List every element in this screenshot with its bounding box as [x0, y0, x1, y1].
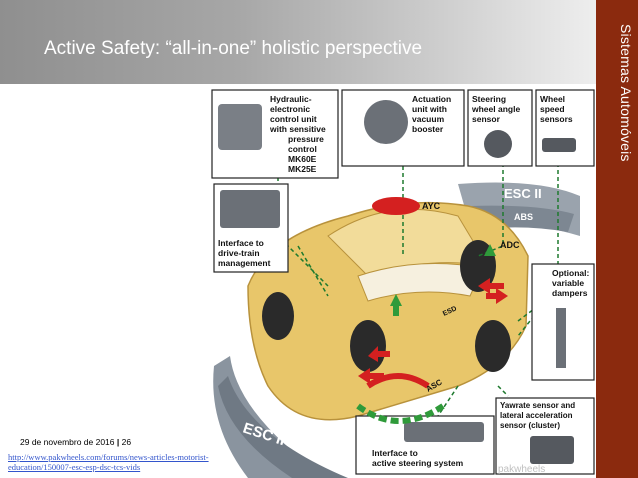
ayc-disc [372, 197, 420, 215]
damper-img [556, 308, 566, 368]
footer-date: 29 de novembro de 2016 [20, 437, 115, 447]
wheel-front-left [475, 320, 511, 372]
wheel-speed-line-1: Wheel [540, 94, 565, 104]
hydraulic-line-6: control [288, 144, 317, 154]
hydraulic-line-3: control unit [270, 114, 317, 124]
svg-text:Wheel speed sensors: Wheel speed sensors [540, 94, 573, 124]
source-link[interactable]: http://www.pakwheels.com/forums/news-art… [8, 452, 258, 472]
wheel-rear-right [350, 320, 386, 372]
wheel-speed-line-3: sensors [540, 114, 573, 124]
source-link-line-1[interactable]: http://www.pakwheels.com/forums/news-art… [8, 452, 209, 462]
svg-text:Optional: variable dam: Optional: variable dampers [552, 268, 592, 298]
red-arrow-3 [368, 346, 390, 362]
red-arrow-4 [358, 368, 384, 384]
actuation-line-3: vacuum [412, 114, 445, 124]
actuation-line-4: booster [412, 124, 444, 134]
source-link-line-2[interactable]: education/150007-esc-esp-dsc-tcs-vids [8, 462, 141, 472]
svg-text:Yawrate sensor and lateral: Yawrate sensor and lateral acceleration … [500, 401, 577, 430]
yawrate-sensor-img [530, 436, 574, 464]
drivetrain-line-2: drive-train [218, 248, 260, 258]
engine-img [220, 190, 280, 228]
svg-text:Interface to drive-train: Interface to drive-train management [218, 238, 271, 268]
hydraulic-line-5: pressure [288, 134, 324, 144]
active-steering-line-2: active steering system [372, 458, 464, 468]
wheel-speed-box [535, 89, 595, 167]
wheel-speed-sensor-img [542, 138, 576, 152]
steering-rack-img [404, 422, 484, 442]
adc-arrow-icon [484, 244, 496, 256]
red-arrow-2 [486, 288, 508, 304]
esc-bottom-swoosh [218, 376, 348, 478]
wheel-speed-line-2: speed [540, 104, 565, 114]
tcs-label: TCS [257, 400, 284, 421]
watermark: pakwheels [498, 464, 545, 475]
active-steering-line-1: Interface to [372, 448, 418, 458]
steering-sensor-img [484, 130, 512, 158]
footer-separator: | [116, 437, 120, 447]
steering-line-1: Steering [472, 94, 506, 104]
yawrate-line-3: sensor (cluster) [500, 421, 560, 430]
slide-title: Active Safety: “all-in-one” holistic per… [44, 38, 423, 59]
footer-date-line: 29 de novembro de 2016 | 26 [20, 437, 131, 447]
dampers-line-3: dampers [552, 288, 588, 298]
svg-text:Hydraulic- electronic: Hydraulic- electronic control unit with … [269, 94, 328, 174]
dampers-line-1: Optional: [552, 268, 589, 278]
yawrate-line-2: lateral acceleration [500, 411, 573, 420]
hydraulic-line-4: with sensitive [269, 124, 326, 134]
side-band [596, 0, 638, 478]
vacuum-booster-img [364, 100, 408, 144]
svg-text:Steering wheel angle s: Steering wheel angle sensor [471, 94, 523, 124]
wheel-rear-left [262, 292, 294, 340]
ayc-label: AYC [422, 201, 441, 211]
drivetrain-line-3: management [218, 258, 271, 268]
steering-line-3: sensor [472, 114, 501, 124]
esc-top-label: ESC II [504, 186, 542, 201]
adc-label: ADC [500, 240, 520, 250]
hydraulic-unit-img [218, 104, 262, 150]
svg-text:Interface to active steeri: Interface to active steering system [372, 448, 464, 468]
esc-system-diagram: Hydraulic- electronic control unit with … [211, 89, 595, 478]
page-number: 26 [121, 437, 132, 447]
hydraulic-line-8: MK25E [288, 164, 317, 174]
title-band [0, 0, 596, 84]
yawrate-line-1: Yawrate sensor and [500, 401, 575, 410]
drivetrain-line-1: Interface to [218, 238, 264, 248]
green-arrow-1 [390, 294, 402, 316]
hydraulic-line-1: Hydraulic- [270, 94, 312, 104]
dampers-line-2: variable [552, 278, 584, 288]
hydraulic-line-7: MK60E [288, 154, 317, 164]
svg-text:Actuation unit with va: Actuation unit with vacuum booster [412, 94, 454, 134]
actuation-line-2: unit with [412, 104, 447, 114]
hydraulic-line-2: electronic [270, 104, 310, 114]
tcs-swoosh [213, 356, 328, 478]
abs-label: ABS [514, 212, 533, 222]
steering-line-2: wheel angle [471, 104, 520, 114]
red-arrow-1 [478, 278, 504, 294]
asc-red-arc [366, 373, 430, 389]
actuation-line-1: Actuation [412, 94, 451, 104]
side-title: Sistemas Automóveis [618, 24, 634, 162]
